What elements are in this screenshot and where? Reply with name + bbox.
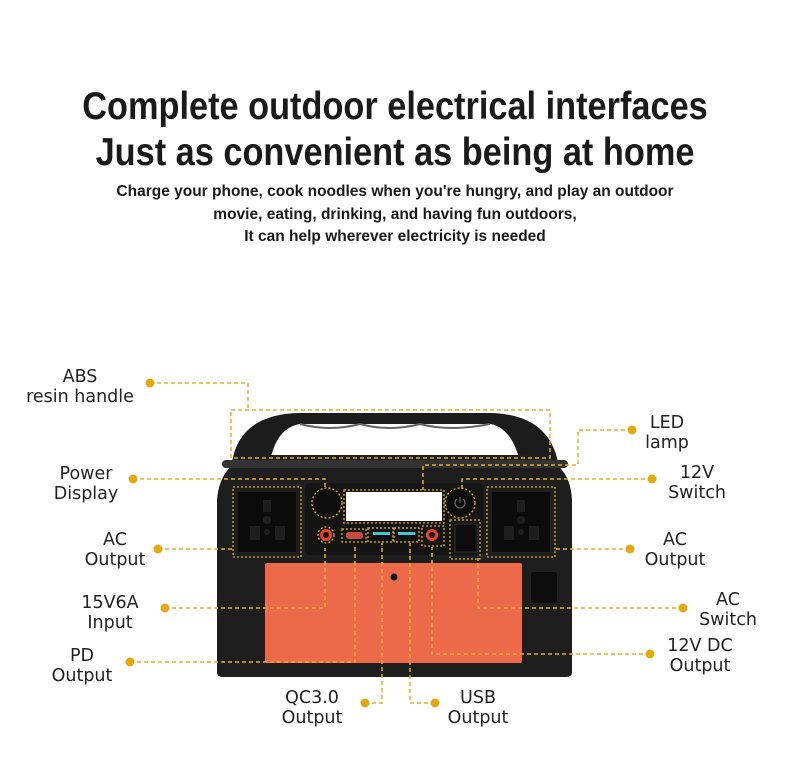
led-lamp <box>314 490 340 516</box>
subtitle-line-1: Charge your phone, cook noodles when you… <box>116 183 674 200</box>
headline-line-2: Just as convenient as being at home <box>95 131 695 174</box>
subtitle-line-2: movie, eating, drinking, and having fun … <box>213 205 577 223</box>
headline-line-1: Complete outdoor electrical interfaces <box>82 85 708 128</box>
power-display-screen <box>346 492 442 521</box>
orange-panel <box>265 563 522 663</box>
usb-a-port-1 <box>372 531 391 540</box>
callout-lines <box>130 382 683 704</box>
subtitle-line-3: It can help wherever electricity is need… <box>244 228 546 245</box>
usb-c-port <box>346 532 363 539</box>
usb-a-port-2 <box>397 531 416 540</box>
subtitle: Charge your phone, cook noodles when you… <box>0 181 790 249</box>
callout-dots <box>125 378 688 708</box>
power-station <box>217 413 572 677</box>
ac-switch[interactable] <box>454 523 478 553</box>
